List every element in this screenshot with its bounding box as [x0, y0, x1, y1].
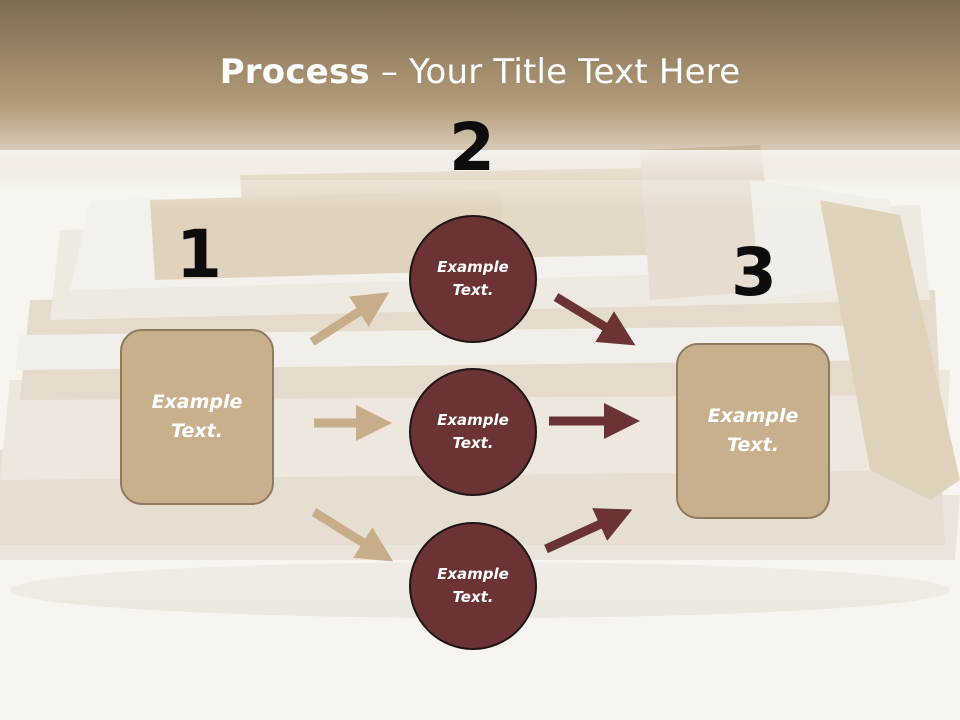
- step-2-circle-top: Example Text.: [409, 215, 537, 343]
- circle-1-text-line1: Example: [437, 258, 509, 276]
- circle-2-text-line1: Example: [437, 411, 509, 429]
- step-2-circle-middle: Example Text.: [409, 368, 537, 496]
- title-rest: – Your Title Text Here: [369, 52, 741, 92]
- arrow-box1-to-circle3: [311, 508, 394, 562]
- arrow-circle3-to-box3: [544, 508, 633, 554]
- step-1-text-line2: Text.: [171, 420, 223, 442]
- step-3-box: Example Text.: [676, 343, 830, 519]
- step-number-3: 3: [731, 234, 777, 311]
- step-1-box: Example Text.: [120, 329, 274, 505]
- step-number-1: 1: [176, 216, 222, 293]
- circle-3-text-line2: Text.: [452, 588, 494, 606]
- step-2-circle-bottom: Example Text.: [409, 522, 537, 650]
- slide-title: Process – Your Title Text Here: [0, 52, 960, 92]
- circle-2-text-line2: Text.: [452, 434, 494, 452]
- step-3-text-line1: Example: [707, 405, 799, 427]
- title-bold: Process: [219, 52, 370, 92]
- arrow-circle1-to-box3: [553, 293, 636, 346]
- step-1-text-line1: Example: [151, 391, 243, 413]
- arrow-box1-to-circle1: [309, 292, 390, 346]
- step-number-2: 2: [449, 109, 495, 186]
- circle-3-text-line1: Example: [437, 565, 509, 583]
- step-3-text-line2: Text.: [727, 434, 779, 456]
- circle-1-text-line2: Text.: [452, 281, 494, 299]
